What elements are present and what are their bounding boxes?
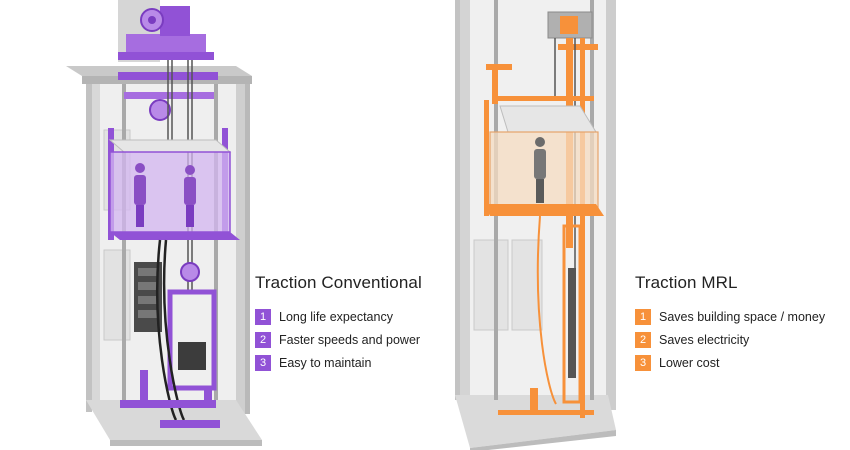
number-badge: 1	[635, 308, 651, 325]
mrl-car-roof	[499, 105, 597, 133]
legend-item: 3 Easy to maintain	[255, 351, 422, 374]
mrl-shaft-right-wall	[606, 0, 616, 410]
pit-base-frame-2	[160, 420, 220, 428]
number-badge: 2	[635, 331, 651, 348]
passenger-legs	[136, 205, 144, 227]
machine-beam-3	[124, 92, 214, 99]
guide-rail-right	[214, 84, 218, 400]
number-badge: 3	[635, 354, 651, 371]
pit-base-frame	[120, 400, 216, 408]
shaft-left-frame	[86, 84, 92, 412]
legend-title-mrl: Traction MRL	[635, 273, 738, 292]
legend-item-text: Saves electricity	[659, 332, 750, 347]
mrl-passenger-head	[535, 137, 545, 147]
passenger-body	[134, 175, 146, 205]
passenger-head	[135, 163, 145, 173]
mrl-passenger-legs	[536, 179, 544, 203]
legend-item-text: Saves building space / money	[659, 309, 826, 324]
legend-item: 1 Long life expectancy	[255, 305, 422, 328]
mrl-orange-rail-2	[580, 38, 585, 418]
traction-machine-motor	[160, 6, 190, 36]
number-badge: 1	[255, 308, 271, 325]
mrl-car-floor	[484, 204, 604, 216]
legend-item-text: Lower cost	[659, 355, 720, 370]
legend-traction-conventional: Traction Conventional 1 Long life expect…	[255, 273, 422, 374]
mrl-machine-motor	[560, 16, 578, 34]
mrl-counterweight-stack	[568, 268, 576, 378]
mrl-car-crosshead	[494, 96, 594, 101]
legend-item: 3 Lower cost	[635, 351, 825, 374]
legend-item: 2 Faster speeds and power	[255, 328, 422, 351]
car-floor	[110, 232, 240, 240]
number-badge: 3	[255, 354, 271, 371]
mrl-pit-floor	[455, 395, 616, 448]
mrl-orange-bracket	[558, 44, 598, 50]
passenger-legs-2	[186, 205, 194, 227]
mrl-buffer	[530, 388, 538, 410]
counterweight-block	[178, 342, 206, 370]
mrl-landing-door	[473, 239, 509, 331]
buffer-2	[204, 386, 212, 402]
traction-sheave-hub	[148, 16, 156, 24]
legend-item-text: Faster speeds and power	[279, 332, 421, 347]
pit-floor-edge	[110, 440, 262, 446]
legend-item: 2 Saves electricity	[635, 328, 825, 351]
counterweight-frame	[167, 289, 217, 391]
traveling-cable	[156, 239, 178, 421]
mrl-pit-frame	[498, 410, 594, 415]
passenger-body-2	[184, 177, 196, 205]
legend-list-mrl: 1 Saves building space / money 2 Saves e…	[635, 305, 825, 374]
number-badge: 2	[255, 331, 271, 348]
guide-rail-left	[122, 84, 126, 400]
mrl-car-sling-left	[484, 100, 489, 216]
controller-panel-2	[138, 282, 158, 290]
legend-item: 1 Saves building space / money	[635, 305, 825, 328]
machine-beam	[118, 52, 214, 60]
mrl-shaft-left-frame	[455, 0, 460, 400]
legend-traction-mrl: Traction MRL 1 Saves building space / mo…	[635, 273, 825, 374]
legend-title-conventional: Traction Conventional	[255, 273, 422, 292]
shaft-right-frame	[245, 84, 250, 414]
traveling-cable-2	[162, 239, 186, 421]
legend-item-text: Long life expectancy	[279, 309, 393, 324]
mrl-orange-post	[492, 64, 498, 104]
governor-sheave	[180, 262, 200, 282]
legend-list-conventional: 1 Long life expectancy 2 Faster speeds a…	[255, 305, 422, 374]
traction-machine-base	[126, 34, 206, 52]
buffer	[140, 370, 148, 400]
controller-panel	[138, 268, 158, 276]
controller-panel-4	[138, 310, 158, 318]
mrl-pit-floor-edge	[470, 430, 616, 450]
mrl-orange-bracket-2	[486, 64, 512, 70]
mrl-traveling-cable	[536, 215, 557, 405]
mrl-passenger-body	[534, 149, 546, 179]
passenger-head-2	[185, 165, 195, 175]
mrl-counterweight-frame	[562, 224, 582, 404]
deflector-sheave	[149, 99, 171, 121]
controller-panel-3	[138, 296, 158, 304]
elevator-car	[110, 152, 230, 232]
legend-item-text: Easy to maintain	[279, 355, 372, 370]
